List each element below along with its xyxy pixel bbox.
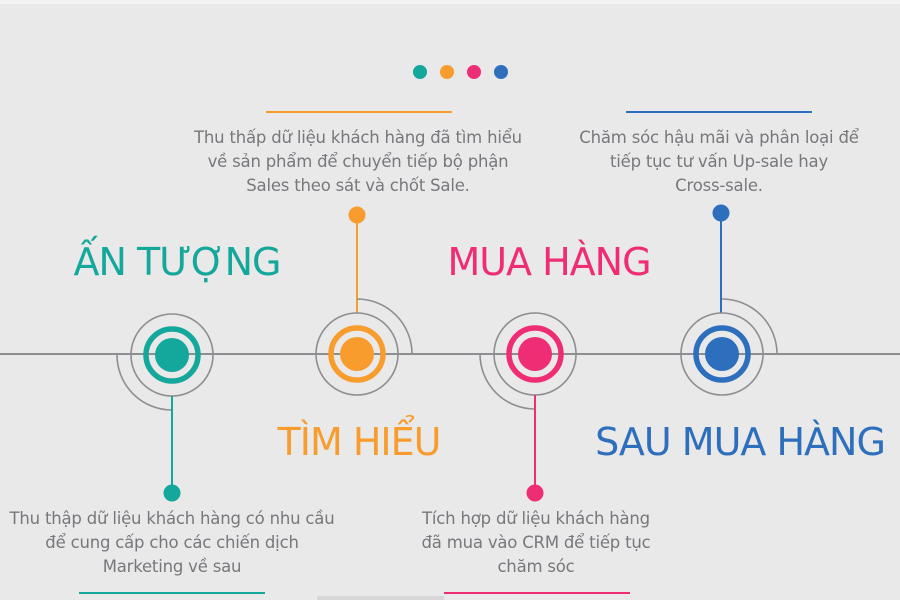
note-line: Thu thấp dữ liệu khách hàng đã tìm hiểu	[194, 128, 522, 147]
note-line: chăm sóc	[497, 556, 575, 576]
connector-dot-an-tuong	[163, 484, 181, 502]
note-rule-an-tuong	[79, 592, 265, 594]
note-line: Tích hợp dữ liệu khách hàng	[422, 509, 650, 528]
note-line: Sales theo sát và chốt Sale.	[246, 175, 470, 195]
intro-dot-blue-icon	[494, 65, 508, 79]
cutoff-shape	[317, 596, 444, 600]
note-line: để cung cấp cho các chiến dịch	[45, 532, 299, 552]
stage-marker-an-tuong-icon	[116, 313, 214, 411]
stage-marker-sau-mua-hang-icon	[680, 298, 778, 396]
connector-dot-tim-hieu	[348, 206, 366, 224]
note-line: Chăm sóc hậu mãi và phân loại để	[579, 128, 859, 147]
note-line: tiếp tục tư vấn Up-sale hay	[609, 151, 829, 171]
note-sau-mua-hang: Chăm sóc hậu mãi và phân loại để tiếp tụ…	[559, 126, 879, 198]
note-line: Marketing về sau	[102, 556, 242, 576]
note-line: Thu thập dữ liệu khách hàng có nhu cầu	[9, 509, 335, 528]
stage-label-sau-mua-hang: SAU MUA HÀNG	[595, 420, 886, 464]
intro-dot-teal-icon	[413, 65, 427, 79]
note-tim-hieu: Thu thấp dữ liệu khách hàng đã tìm hiểu …	[178, 126, 538, 198]
stage-label-mua-hang: MUA HÀNG	[447, 240, 651, 284]
note-rule-mua-hang	[444, 592, 630, 594]
note-rule-sau-mua-hang	[626, 111, 812, 113]
intro-dots	[413, 65, 508, 79]
note-mua-hang: Tích hợp dữ liệu khách hàng đã mua vào C…	[386, 507, 686, 579]
intro-dot-pink-icon	[467, 65, 481, 79]
connector-dot-sau-mua-hang	[712, 204, 730, 222]
stage-label-an-tuong: ẤN TƯỢNG	[73, 240, 282, 284]
note-line: đã mua vào CRM để tiếp tục	[421, 532, 651, 552]
note-an-tuong: Thu thập dữ liệu khách hàng có nhu cầu đ…	[2, 507, 342, 579]
connector-dot-mua-hang	[526, 484, 544, 502]
note-line: về sản phẩm để chuyển tiếp bộ phận	[207, 151, 509, 171]
top-strip	[0, 0, 900, 4]
connector-stem-tim-hieu	[356, 222, 358, 313]
stage-label-tim-hieu: TÌM HIỂU	[277, 420, 442, 464]
note-line: Cross-sale.	[675, 175, 763, 195]
stage-marker-tim-hieu-icon	[315, 298, 413, 396]
connector-stem-an-tuong	[171, 396, 173, 486]
connector-stem-sau-mua-hang	[720, 220, 722, 313]
note-rule-tim-hieu	[266, 111, 452, 113]
intro-dot-orange-icon	[440, 65, 454, 79]
timeline-axis	[0, 353, 900, 355]
connector-stem-mua-hang	[534, 395, 536, 486]
